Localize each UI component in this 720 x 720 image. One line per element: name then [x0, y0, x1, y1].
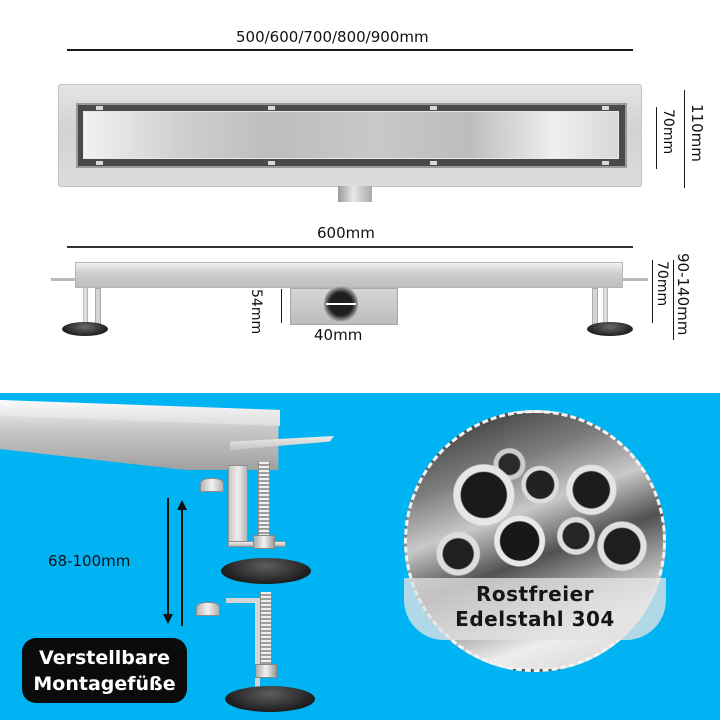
drain-outlet-pipe [338, 186, 372, 202]
badge-line-1: Verstellbare [39, 646, 170, 669]
hex-nut-lower [255, 664, 277, 678]
outlet-diameter-label: 40mm [314, 326, 363, 344]
wing-nut-lower [196, 602, 220, 616]
outlet-height-label: 54mm [248, 289, 264, 335]
leveling-foot-lower [225, 686, 315, 712]
top-length-label: 500/600/700/800/900mm [236, 28, 429, 46]
side-length-dimension-line [67, 246, 633, 248]
mounting-bracket-upper [228, 465, 248, 545]
adjustable-feet-badge: Verstellbare Montagefüße [22, 638, 187, 703]
right-leveling-foot [587, 322, 633, 336]
outlet-height-dimension-line [281, 289, 282, 323]
left-leveling-foot [62, 322, 108, 336]
drain-grate-cover [83, 111, 619, 159]
material-label-band [404, 578, 666, 640]
material-line-1: Rostfreier [475, 582, 595, 606]
adjust-range-label: 68-100mm [48, 552, 131, 570]
grate-clip [430, 106, 437, 110]
material-label: Rostfreier Edelstahl 304 [404, 582, 666, 632]
grate-clip [430, 161, 437, 165]
arrow-down-line [167, 498, 169, 618]
body-height-dimension-line [652, 260, 653, 323]
leveling-foot-upper [221, 558, 311, 584]
hex-nut-upper [253, 535, 275, 549]
arrow-down-icon [163, 614, 173, 624]
pipe-highlight [326, 303, 356, 305]
outer-width-label: 110mm [688, 104, 706, 162]
grate-clip [268, 106, 275, 110]
right-leg-bolt [603, 288, 608, 330]
arrow-up-line [181, 508, 183, 626]
threaded-bolt-lower [260, 592, 272, 674]
top-length-dimension-line [67, 49, 633, 51]
badge-line-2: Montagefüße [33, 672, 176, 695]
mounting-bracket-lower [226, 598, 260, 693]
left-leg-bracket [95, 288, 101, 326]
total-height-label: 90-140mm [674, 253, 692, 336]
threaded-bolt-upper [258, 462, 270, 542]
wing-nut-upper [200, 478, 224, 492]
grate-clip [602, 161, 609, 165]
inner-width-label: 70mm [660, 109, 676, 155]
grate-clip [268, 161, 275, 165]
inner-width-dimension-line [656, 107, 657, 169]
side-length-label: 600mm [317, 224, 375, 242]
grate-clip [96, 106, 103, 110]
arrow-up-icon [177, 500, 187, 510]
right-leg-bracket [592, 288, 598, 326]
left-leg-bolt [83, 288, 88, 330]
total-height-dimension-line [673, 260, 674, 340]
outer-width-dimension-line [684, 90, 685, 188]
material-line-2: Edelstahl 304 [455, 607, 615, 631]
body-height-label: 70mm [654, 261, 670, 307]
drain-body-side-view [75, 262, 623, 288]
grate-clip [602, 106, 609, 110]
grate-clip [96, 161, 103, 165]
